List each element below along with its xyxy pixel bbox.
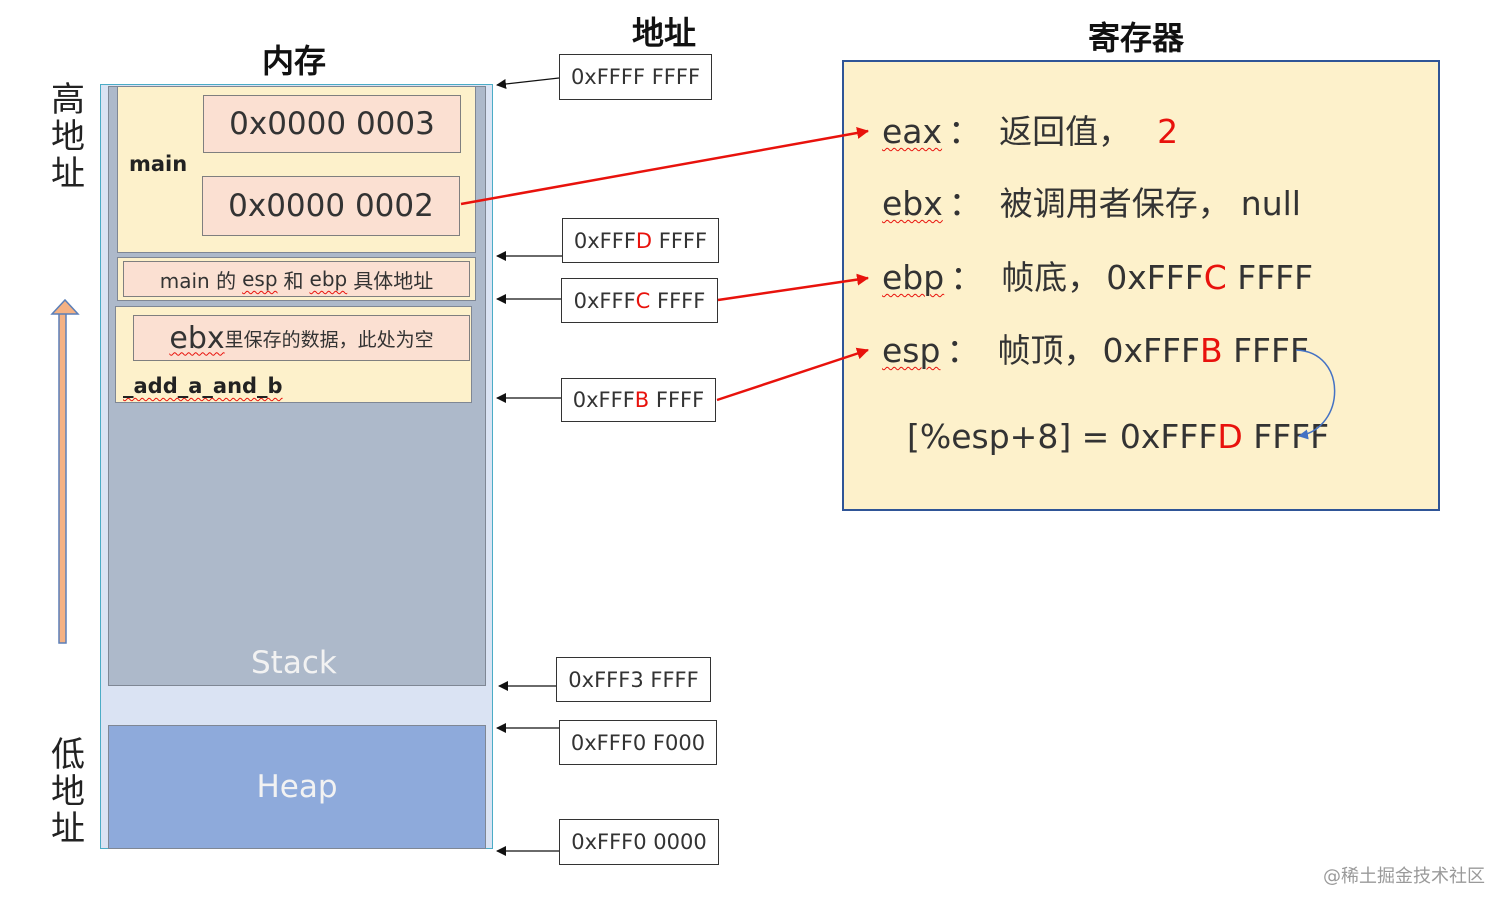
register-ebx: ebx：被调用者保存，null — [882, 184, 1301, 223]
main-frame-label: main — [129, 152, 188, 176]
low-address-label: 低地址 — [51, 735, 85, 849]
esp-pointer-arrow — [716, 347, 869, 402]
esp-ebp-note-w3: 和 — [283, 268, 304, 293]
registers-heading: 寄存器 — [1088, 19, 1185, 57]
heap-region: Heap — [108, 725, 486, 849]
watermark: @稀土掘金技术社区 — [1323, 866, 1485, 887]
stack-label: Stack — [251, 645, 337, 681]
esp-ebp-note-w1: main 的 — [159, 268, 237, 293]
esp-ebp-note-w2: esp — [242, 267, 278, 291]
esp-offset-curve-arrow — [1295, 349, 1336, 440]
address-box-7: 0xFFF0 0000 — [559, 819, 719, 865]
esp-offset-line: [%esp+8] = 0xFFFD FFFF — [907, 417, 1330, 456]
add-a-and-b-label: _add_a_and_b — [123, 374, 283, 398]
esp-ebp-note-w5: 具体地址 — [353, 268, 434, 293]
eax-value-arrow — [460, 127, 869, 206]
address-box-6: 0xFFF0 F000 — [559, 720, 717, 765]
stack-value-2: 0x0000 0002 — [202, 176, 460, 236]
address-box-5: 0xFFF3 FFFF — [556, 657, 711, 702]
esp-ebp-note: main 的 esp 和 ebp 具体地址 — [123, 261, 470, 297]
ebx-note-rest: 里保存的数据，此处为空 — [224, 328, 434, 351]
ebp-pointer-arrow — [717, 273, 869, 302]
register-esp: esp：帧顶，0xFFFB FFFF — [882, 331, 1309, 370]
address-arrow-1 — [496, 77, 560, 89]
stack-value-1: 0x0000 0003 — [203, 95, 461, 153]
register-ebp: ebp：帧底，0xFFFC FFFF — [882, 258, 1314, 297]
address-heading: 地址 — [632, 14, 697, 52]
register-eax: eax：返回值，2 — [882, 112, 1179, 151]
memory-heading: 内存 — [262, 42, 327, 80]
esp-ebp-note-w4: ebp — [309, 267, 348, 291]
high-address-label: 高地址 — [51, 80, 85, 194]
ebx-note-prefix: ebx — [169, 320, 225, 356]
address-box-1: 0xFFFF FFFF — [559, 54, 712, 100]
register-panel — [842, 60, 1440, 511]
up-arrow-icon — [50, 298, 80, 644]
